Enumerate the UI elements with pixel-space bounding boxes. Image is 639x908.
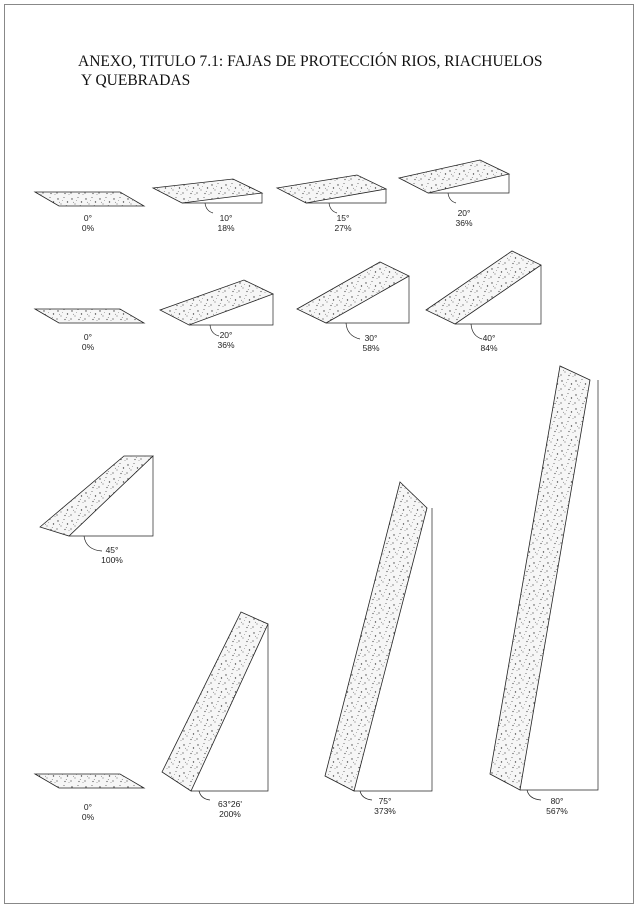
- document-page: [4, 4, 634, 904]
- angle-label-r1d: 20°: [458, 208, 471, 218]
- slope-r2b: [158, 279, 275, 337]
- slope-r4a: [33, 773, 146, 789]
- angle-label-r2c: 30°: [365, 333, 378, 343]
- percent-label-r4b: 200%: [219, 809, 241, 819]
- slope-r1a: [33, 191, 146, 207]
- percent-label-r1b: 18%: [217, 223, 234, 233]
- slope-r1b: [151, 178, 264, 214]
- slope-r3a: [39, 455, 154, 552]
- percent-label-r4a: 0%: [82, 812, 95, 822]
- slope-r4c: [324, 481, 433, 801]
- angle-label-r1b: 10°: [220, 213, 233, 223]
- slope-r4d: [489, 365, 599, 801]
- angle-label-r4a: 0°: [84, 802, 92, 812]
- slope-r2c: [296, 261, 410, 340]
- angle-label-r4d: 80°: [551, 796, 564, 806]
- percent-label-r2b: 36%: [217, 340, 234, 350]
- angle-label-r1a: 0°: [84, 213, 92, 223]
- angle-label-r4b: 63°26': [218, 799, 242, 809]
- percent-label-r4c: 373%: [374, 806, 396, 816]
- percent-label-r4d: 567%: [546, 806, 568, 816]
- title-line-1: ANEXO, TITULO 7.1: FAJAS DE PROTECCIÓN R…: [78, 53, 543, 70]
- angle-label-r4c: 75°: [379, 796, 392, 806]
- percent-label-r1d: 36%: [455, 218, 472, 228]
- angle-label-r2d: 40°: [483, 333, 496, 343]
- title-line-2: Y QUEBRADAS: [81, 72, 191, 89]
- percent-label-r2a: 0%: [82, 342, 95, 352]
- angle-label-r2a: 0°: [84, 332, 92, 342]
- slope-r1d: [397, 159, 511, 204]
- slope-r2d: [425, 250, 542, 340]
- percent-label-r2c: 58%: [362, 343, 379, 353]
- percent-label-r3a: 100%: [101, 555, 123, 565]
- angle-label-r2b: 20°: [220, 330, 233, 340]
- percent-label-r1a: 0%: [82, 223, 95, 233]
- percent-label-r2d: 84%: [480, 343, 497, 353]
- slope-r4b: [161, 611, 269, 801]
- slope-r1c: [275, 174, 388, 214]
- angle-label-r3a: 45°: [106, 545, 119, 555]
- percent-label-r1c: 27%: [334, 223, 351, 233]
- angle-label-r1c: 15°: [337, 213, 350, 223]
- slope-r2a: [33, 308, 146, 324]
- page-title: ANEXO, TITULO 7.1: FAJAS DE PROTECCIÓN R…: [78, 52, 618, 90]
